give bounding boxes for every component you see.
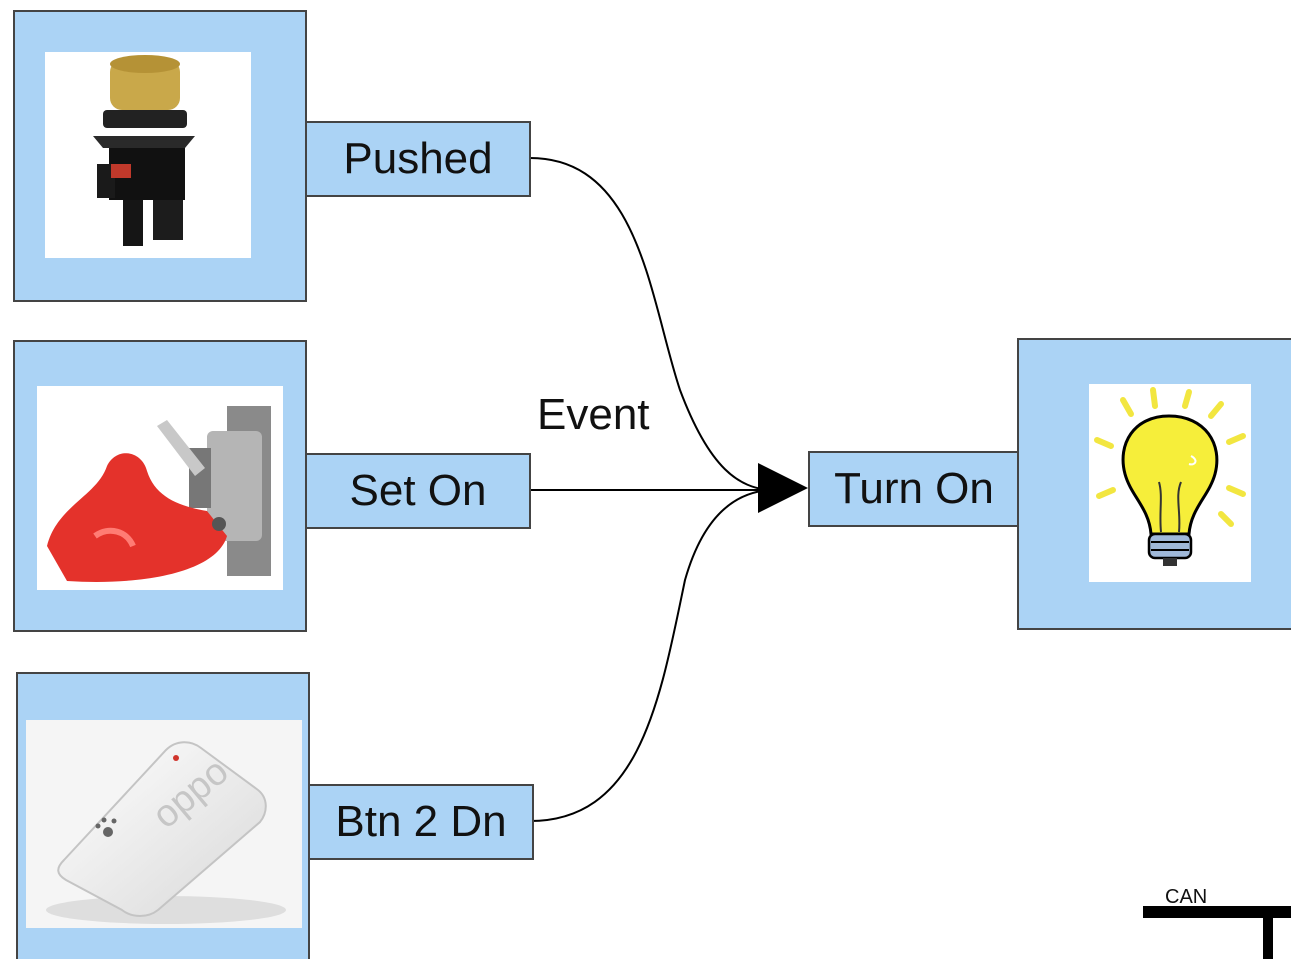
port-btn-2-dn[interactable]: Btn 2 Dn bbox=[308, 784, 534, 860]
wire-btn-2-dn-to-turn-on bbox=[529, 489, 771, 822]
event-label: Event bbox=[537, 390, 650, 439]
pushbutton-image bbox=[45, 52, 251, 258]
remote-image: oppo bbox=[26, 720, 302, 928]
light-bulb-icon bbox=[1094, 387, 1246, 566]
port-set-on[interactable]: Set On bbox=[305, 453, 531, 529]
wire-pushed-to-turn-on bbox=[529, 157, 771, 491]
can-bus-label: CAN bbox=[1165, 886, 1208, 908]
can-bus-drop bbox=[1263, 918, 1273, 959]
port-pushed[interactable]: Pushed bbox=[305, 121, 531, 197]
port-turn-on[interactable]: Turn On bbox=[808, 451, 1020, 527]
arrowhead-icon bbox=[758, 463, 808, 513]
remote-node[interactable]: oppo bbox=[16, 672, 310, 959]
toggle-switch-node[interactable] bbox=[13, 340, 307, 632]
toggle-switch-image bbox=[37, 386, 283, 590]
can-bus-line bbox=[1143, 906, 1291, 918]
light-bulb-image bbox=[1089, 384, 1251, 582]
pushbutton-node[interactable] bbox=[13, 10, 307, 302]
remote-controller-icon: oppo bbox=[46, 741, 286, 924]
toggle-switch-icon bbox=[47, 406, 271, 582]
light-node[interactable] bbox=[1017, 338, 1291, 630]
pushbutton-switch-icon bbox=[93, 55, 195, 246]
